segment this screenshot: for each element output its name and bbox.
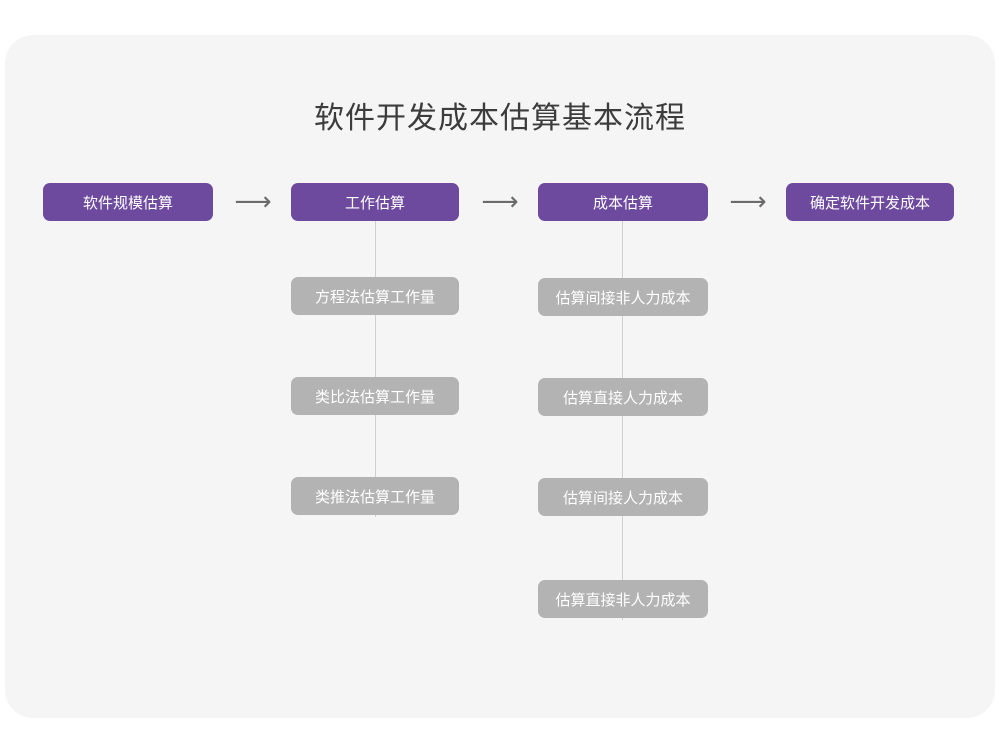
sub-node-label: 方程法估算工作量 (314, 288, 435, 306)
arrow-right-icon: ⟶ (729, 187, 767, 217)
flow-node-effort-estimation[interactable]: 工作估算 (291, 183, 459, 221)
flow-node-label: 软件规模估算 (82, 194, 173, 212)
arrow-right-icon: ⟶ (481, 187, 519, 217)
sub-node-label: 估算直接人力成本 (562, 389, 683, 407)
flow-node-label: 工作估算 (344, 194, 405, 212)
sub-node-indirect-labor-cost[interactable]: 估算间接人力成本 (538, 478, 708, 516)
flow-node-label: 确定软件开发成本 (809, 194, 930, 212)
sub-node-inference-method-effort[interactable]: 类推法估算工作量 (291, 477, 459, 515)
diagram-card-panel (5, 35, 995, 718)
sub-node-label: 类比法估算工作量 (314, 388, 435, 406)
sub-node-label: 估算直接非人力成本 (555, 591, 691, 609)
page-title: 软件开发成本估算基本流程 (314, 102, 686, 135)
flow-node-software-scale-estimation[interactable]: 软件规模估算 (43, 183, 213, 221)
flow-node-label: 成本估算 (592, 194, 653, 212)
sub-node-label: 估算间接人力成本 (562, 489, 683, 507)
sub-node-analogy-method-effort[interactable]: 类比法估算工作量 (291, 377, 459, 415)
sub-node-indirect-non-labor-cost[interactable]: 估算间接非人力成本 (538, 278, 708, 316)
flow-node-cost-estimation[interactable]: 成本估算 (538, 183, 708, 221)
connector-line-cost-column (622, 221, 623, 620)
flow-node-determine-development-cost[interactable]: 确定软件开发成本 (786, 183, 954, 221)
arrow-right-icon: ⟶ (234, 187, 272, 217)
sub-node-equation-method-effort[interactable]: 方程法估算工作量 (291, 277, 459, 315)
sub-node-label: 类推法估算工作量 (314, 488, 435, 506)
connector-line-effort-column (375, 221, 376, 517)
sub-node-direct-non-labor-cost[interactable]: 估算直接非人力成本 (538, 580, 708, 618)
sub-node-direct-labor-cost[interactable]: 估算直接人力成本 (538, 378, 708, 416)
sub-node-label: 估算间接非人力成本 (555, 289, 691, 307)
